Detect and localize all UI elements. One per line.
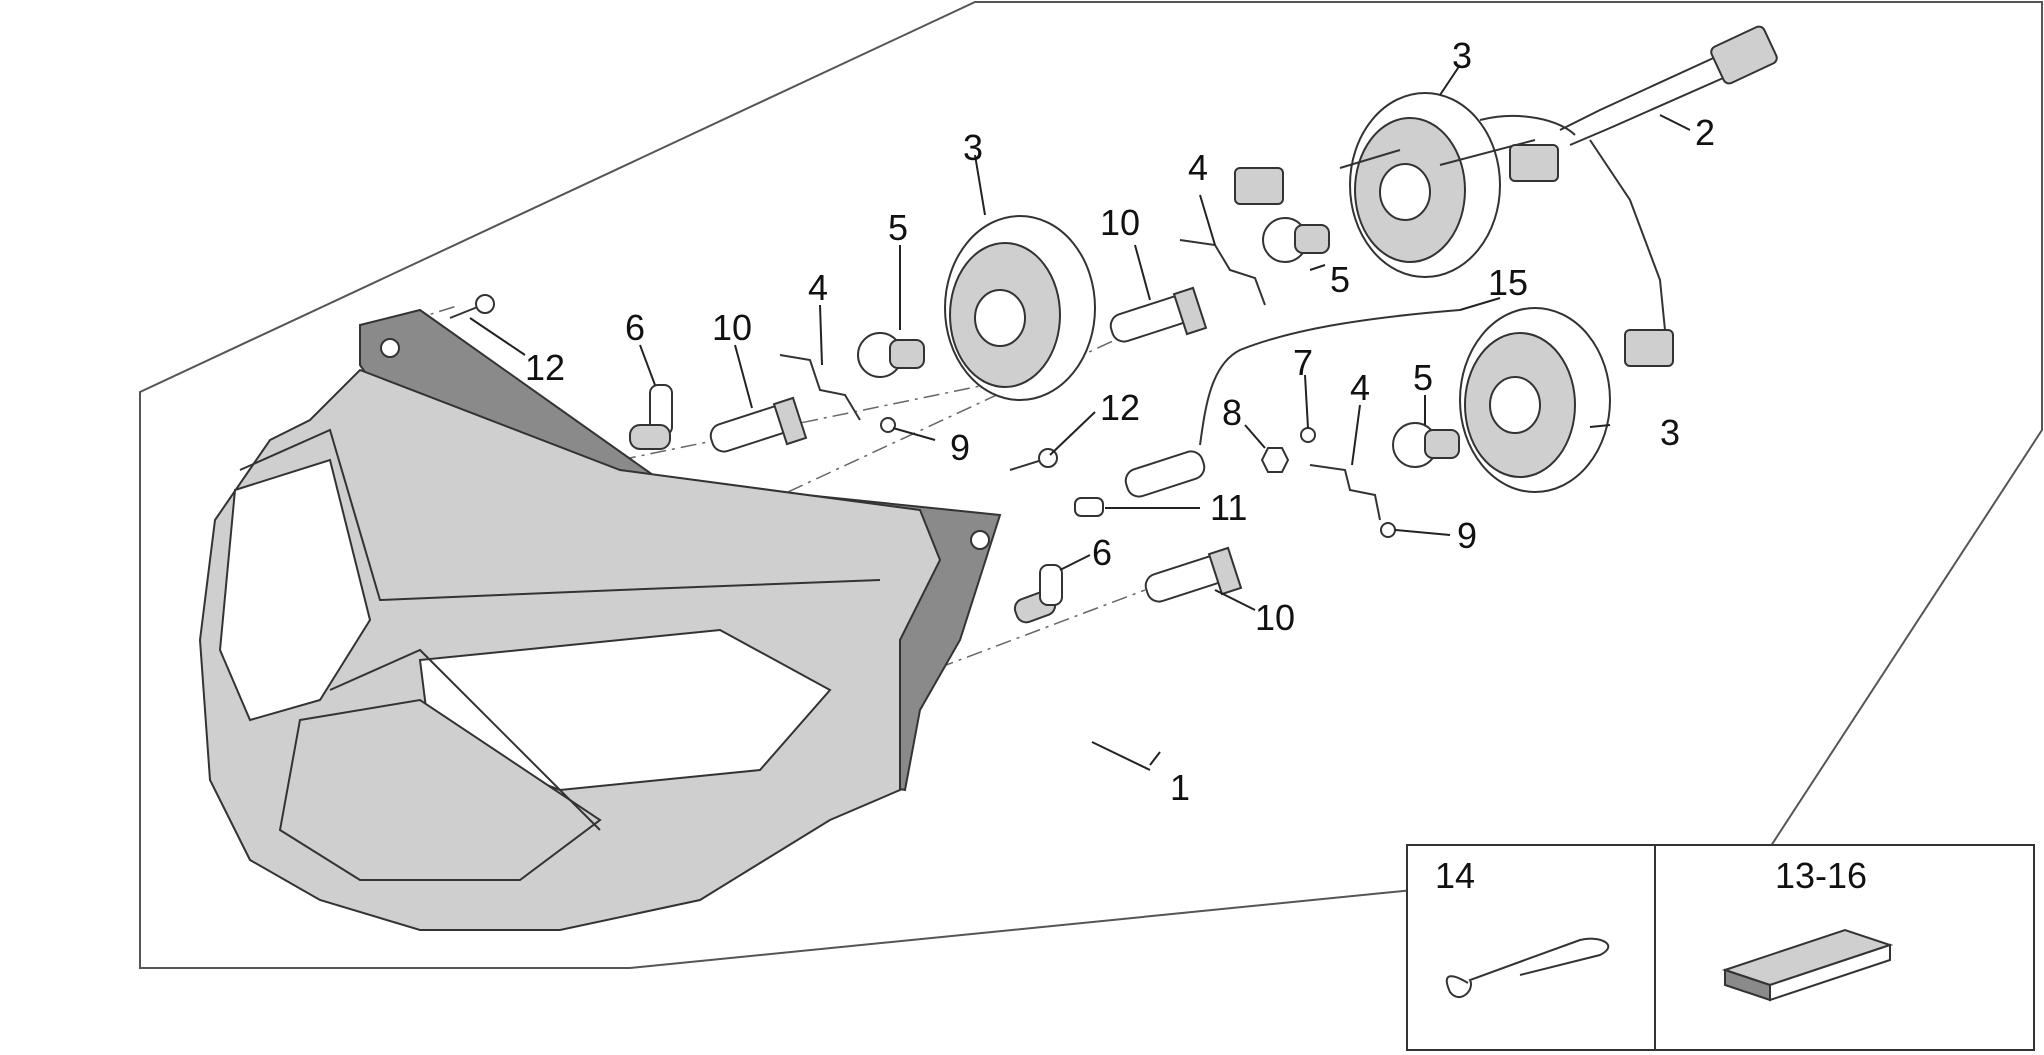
- callout-12-middle: 12: [1100, 387, 1140, 428]
- cap-upper: [629, 384, 673, 450]
- wiring-harness: [1234, 25, 1778, 367]
- inset-box: 14 13-16: [1406, 844, 2035, 1051]
- callout-3-lower-right: 3: [1660, 412, 1680, 453]
- reflector-upper-right: [1349, 92, 1501, 278]
- small-bulb: [1074, 497, 1104, 517]
- spring-left: [779, 354, 861, 421]
- assembly-outline: [139, 1, 2043, 969]
- callout-2: 2: [1695, 112, 1715, 153]
- connector-lower: [1624, 329, 1674, 367]
- callout-6-lower: 6: [1092, 532, 1112, 573]
- socket-middle: [1262, 217, 1330, 263]
- screw-9-right: [1380, 522, 1396, 538]
- screw-7: [1300, 427, 1316, 443]
- connector-right: [1509, 144, 1559, 182]
- screw-12-middle: [1009, 448, 1058, 471]
- callout-10-left: 10: [712, 307, 752, 348]
- leader-lines: [469, 64, 1691, 771]
- callout-4-middle: 4: [1188, 147, 1208, 188]
- axis-line-middle: [759, 339, 1116, 506]
- mount-hole-right: [970, 530, 990, 550]
- headlight-housing: [198, 308, 1002, 931]
- callout-4-right: 4: [1350, 367, 1370, 408]
- connector-left: [1234, 167, 1284, 205]
- cap-lower: [1013, 564, 1063, 624]
- callout-9-left: 9: [950, 427, 970, 468]
- nut-8: [1260, 447, 1290, 473]
- mount-hole-left: [380, 338, 400, 358]
- callout-1: 1: [1170, 767, 1190, 808]
- inset-label-14: 14: [1435, 855, 1475, 896]
- screw-12-upper: [449, 294, 495, 319]
- callout-7: 7: [1293, 342, 1313, 383]
- callout-labels: 1 2 3 3 3 4 4 4 5 5 5 6 6 7 8 9 9 10 10 …: [525, 35, 1715, 808]
- reflector-middle: [944, 215, 1096, 401]
- cable-tie: [1445, 937, 1610, 999]
- bulb-middle: [1109, 286, 1208, 343]
- callout-3-upper-right: 3: [1452, 35, 1472, 76]
- socket-right: [1392, 422, 1460, 468]
- callout-4-left: 4: [808, 267, 828, 308]
- callout-15: 15: [1488, 262, 1528, 303]
- spring-middle: [1179, 239, 1266, 306]
- callout-11: 11: [1210, 487, 1247, 528]
- callout-9-right: 9: [1457, 515, 1477, 556]
- callout-12-upper: 12: [525, 347, 565, 388]
- callout-10-middle: 10: [1100, 202, 1140, 243]
- screw-9-left: [880, 417, 896, 433]
- callout-10-lower: 10: [1255, 597, 1295, 638]
- inset-label-13-16: 13-16: [1775, 855, 1867, 896]
- reflector-lower-right: [1459, 307, 1611, 493]
- callout-8: 8: [1222, 392, 1242, 433]
- callout-6-upper: 6: [625, 307, 645, 348]
- axis-line-upper: [619, 384, 986, 461]
- position-light-cable: [1124, 309, 1461, 498]
- spring-right: [1309, 464, 1381, 521]
- foam-pad-front: [1769, 943, 1891, 1002]
- bulb-left: [709, 396, 808, 453]
- callout-5-left: 5: [888, 207, 908, 248]
- callout-5-middle: 5: [1330, 259, 1350, 300]
- callout-5-right: 5: [1413, 357, 1433, 398]
- bulb-lower: [1144, 546, 1243, 603]
- socket-left: [857, 332, 925, 378]
- callout-3-middle: 3: [963, 127, 983, 168]
